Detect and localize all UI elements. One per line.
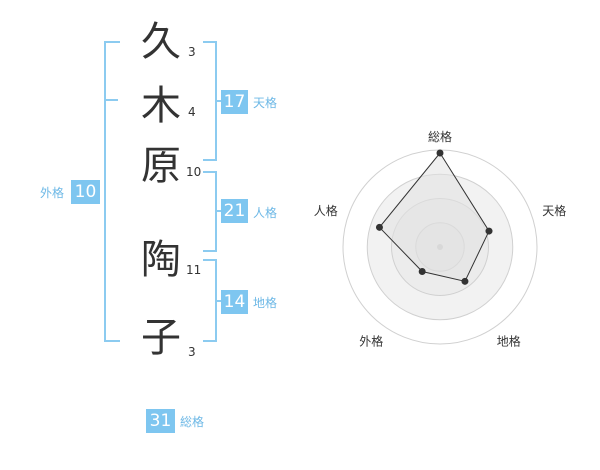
tenkaku-badge: 17 bbox=[221, 90, 248, 114]
stroke-count-2: 4 bbox=[188, 105, 196, 119]
radar-axis-label: 天格 bbox=[542, 203, 566, 218]
gaikaku-badge: 10 bbox=[71, 180, 100, 204]
soukaku-badge: 31 bbox=[146, 409, 175, 433]
jinkaku-badge: 21 bbox=[221, 199, 248, 223]
stroke-count-5: 3 bbox=[188, 345, 196, 359]
chikaku-label: 地格 bbox=[253, 296, 278, 310]
gaikaku-bracket-tick bbox=[104, 99, 118, 101]
jinkaku-label: 人格 bbox=[253, 206, 278, 220]
gaikaku-label: 外格 bbox=[40, 186, 65, 200]
name-char-4: 陶 bbox=[141, 237, 181, 283]
radar-axis-label: 地格 bbox=[497, 334, 521, 349]
tenkaku-label: 天格 bbox=[253, 96, 278, 110]
radar-axis-label: 総格 bbox=[428, 129, 452, 144]
tenkaku-connector bbox=[215, 100, 221, 102]
radar-axis-label: 外格 bbox=[359, 334, 383, 349]
name-char-5: 子 bbox=[141, 315, 181, 361]
radar-point-4 bbox=[418, 268, 426, 276]
radar-point-1 bbox=[436, 149, 444, 157]
name-char-3: 原 bbox=[141, 143, 181, 189]
stroke-count-3: 10 bbox=[186, 165, 202, 179]
radar-series-polygon bbox=[378, 152, 490, 282]
chikaku-connector bbox=[215, 300, 221, 302]
chikaku-badge: 14 bbox=[221, 290, 248, 314]
jinkaku-connector bbox=[215, 210, 221, 212]
radar-point-2 bbox=[485, 227, 493, 235]
radar-point-5 bbox=[375, 223, 383, 231]
stroke-count-1: 3 bbox=[188, 45, 196, 59]
gaikaku-bracket bbox=[104, 41, 120, 342]
soukaku-label: 総格 bbox=[180, 415, 205, 429]
stroke-count-4: 11 bbox=[186, 263, 202, 277]
radar-point-3 bbox=[461, 277, 469, 285]
name-char-2: 木 bbox=[141, 83, 181, 129]
name-char-1: 久 bbox=[141, 19, 181, 65]
radar-axis-label: 人格 bbox=[314, 203, 338, 218]
